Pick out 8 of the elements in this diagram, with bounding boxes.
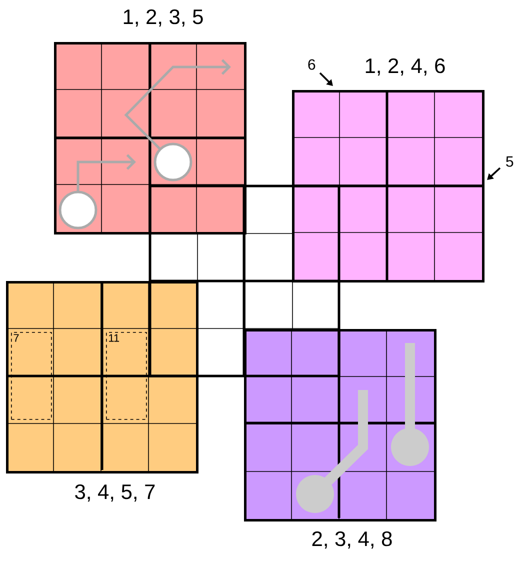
grid-heading: 1, 2, 4, 6 [366, 58, 445, 76]
grid-heading: 2, 3, 4, 8 [312, 531, 392, 549]
grid-heading: 1, 2, 3, 5 [124, 9, 203, 27]
cage: 11 [106, 332, 147, 420]
cage: 7 [11, 332, 52, 420]
clue-number: 5 [506, 156, 514, 167]
clue-number: 6 [308, 59, 316, 70]
grid-heading: 3, 4, 5, 7 [75, 484, 155, 502]
